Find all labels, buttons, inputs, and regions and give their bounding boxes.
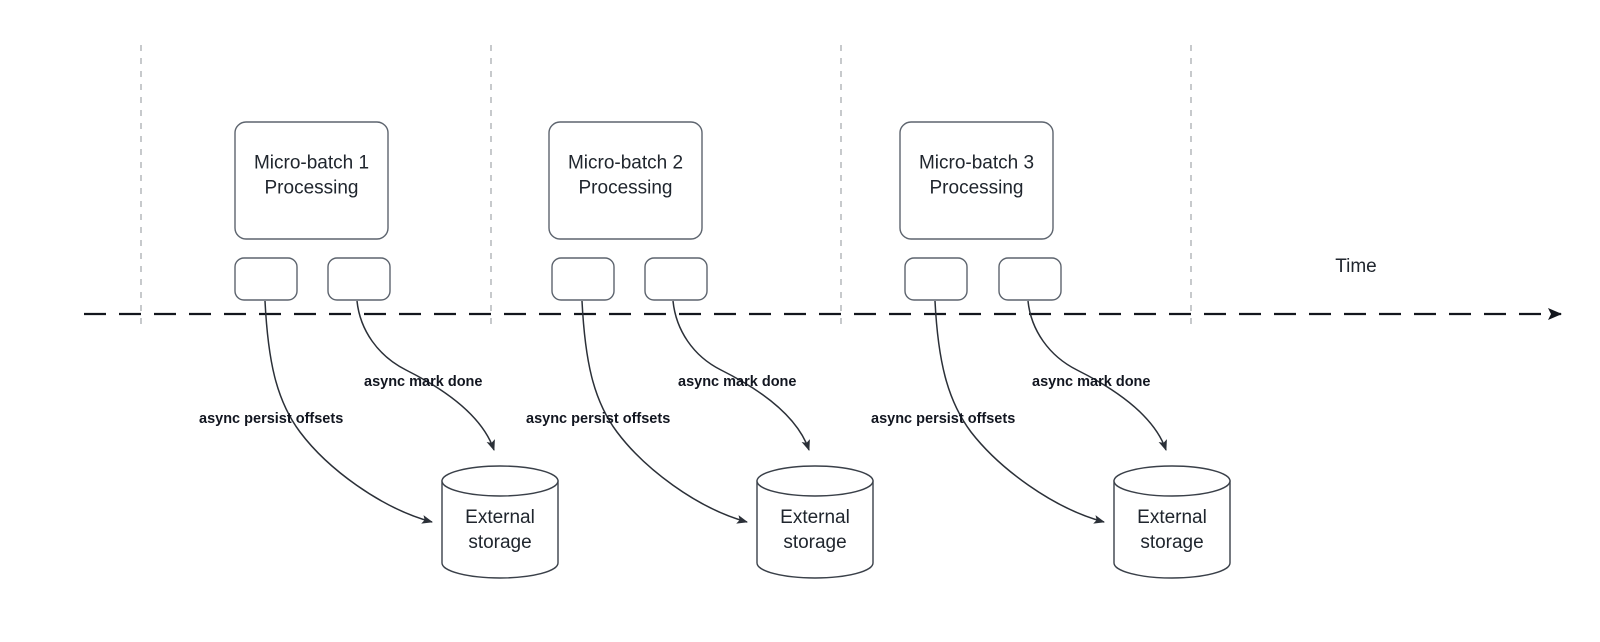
external-storage-label-line1: External bbox=[1137, 507, 1207, 528]
edge-label-async-mark-done: async mark done bbox=[364, 374, 482, 390]
edge-async-persist-offsets bbox=[264, 300, 433, 524]
micro-batch-box bbox=[548, 121, 703, 240]
task-box-persist bbox=[904, 257, 968, 301]
edge-label-async-mark-done: async mark done bbox=[678, 374, 796, 390]
external-storage-label-line2: storage bbox=[783, 532, 846, 553]
external-storage-label-line1: External bbox=[780, 507, 850, 528]
micro-batch-label: Micro-batch 3 Processing bbox=[919, 153, 1034, 199]
edge-label-async-persist-offsets: async persist offsets bbox=[871, 411, 1015, 427]
external-storage-cylinder-top bbox=[1113, 465, 1231, 497]
edge-label-async-persist-offsets: async persist offsets bbox=[199, 411, 343, 427]
external-storage-label-line2: storage bbox=[1140, 532, 1203, 553]
micro-batch-box bbox=[234, 121, 389, 240]
time-axis-label: Time bbox=[1335, 256, 1377, 277]
task-box-mark bbox=[998, 257, 1062, 301]
external-storage-label: External storage bbox=[465, 507, 535, 553]
shapes-layer bbox=[234, 121, 1231, 579]
external-storage-cylinder-top bbox=[441, 465, 559, 497]
edge-label-async-mark-done: async mark done bbox=[1032, 374, 1150, 390]
micro-batch-label-line1: Micro-batch 3 bbox=[919, 153, 1034, 174]
external-storage-cylinder-top bbox=[756, 465, 874, 497]
micro-batch-label-line1: Micro-batch 1 bbox=[254, 153, 369, 174]
task-box-mark bbox=[327, 257, 391, 301]
edge-async-mark-done bbox=[1027, 300, 1167, 451]
external-storage-label: External storage bbox=[1137, 507, 1207, 553]
external-storage-label: External storage bbox=[780, 507, 850, 553]
edge-async-persist-offsets bbox=[581, 300, 748, 524]
micro-batch-label: Micro-batch 2 Processing bbox=[568, 153, 683, 199]
edge-async-persist-offsets bbox=[934, 300, 1105, 524]
edge-async-mark-done bbox=[672, 300, 810, 451]
external-storage-label-line1: External bbox=[465, 507, 535, 528]
edge-label-async-persist-offsets: async persist offsets bbox=[526, 411, 670, 427]
task-box-persist bbox=[234, 257, 298, 301]
external-storage-cylinder-body bbox=[441, 480, 559, 579]
micro-batch-box bbox=[899, 121, 1054, 240]
external-storage-cylinder-body bbox=[756, 480, 874, 579]
edge-async-mark-done bbox=[356, 300, 495, 451]
micro-batch-label: Micro-batch 1 Processing bbox=[254, 153, 369, 199]
external-storage-cylinder-body bbox=[1113, 480, 1231, 579]
edges-layer bbox=[264, 300, 1167, 524]
micro-batch-label-line1: Micro-batch 2 bbox=[568, 153, 683, 174]
micro-batch-label-line2: Processing bbox=[579, 178, 673, 199]
task-box-mark bbox=[644, 257, 708, 301]
micro-batch-label-line2: Processing bbox=[930, 178, 1024, 199]
guide-lines-layer bbox=[140, 45, 1192, 330]
task-box-persist bbox=[551, 257, 615, 301]
micro-batch-label-line2: Processing bbox=[265, 178, 359, 199]
external-storage-label-line2: storage bbox=[468, 532, 531, 553]
